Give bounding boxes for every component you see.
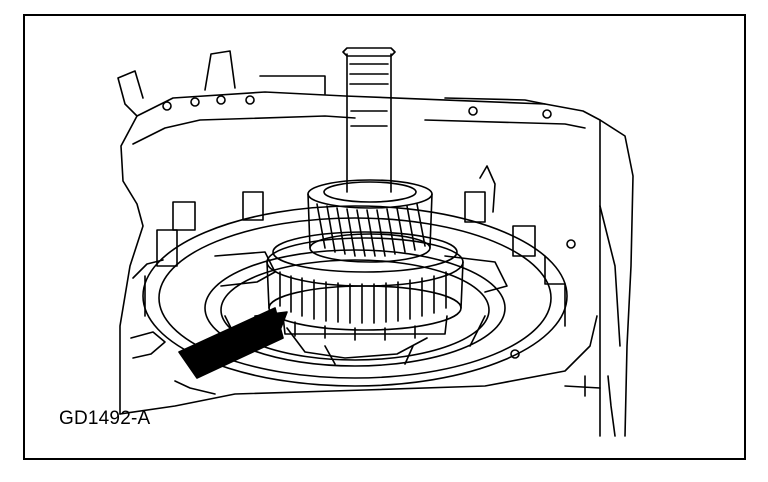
gear-stack [266,231,464,341]
helical-gear [307,179,433,263]
figure-id-label: GD1492-A [59,408,151,429]
clutch-ring [204,249,508,367]
callout-arrow [178,307,288,379]
gear-assembly-drawing [117,47,634,437]
illustration-frame: GD1492-A [23,14,746,460]
outer-drum [142,165,568,387]
input-shaft [342,47,396,193]
transmission-case [117,50,634,437]
